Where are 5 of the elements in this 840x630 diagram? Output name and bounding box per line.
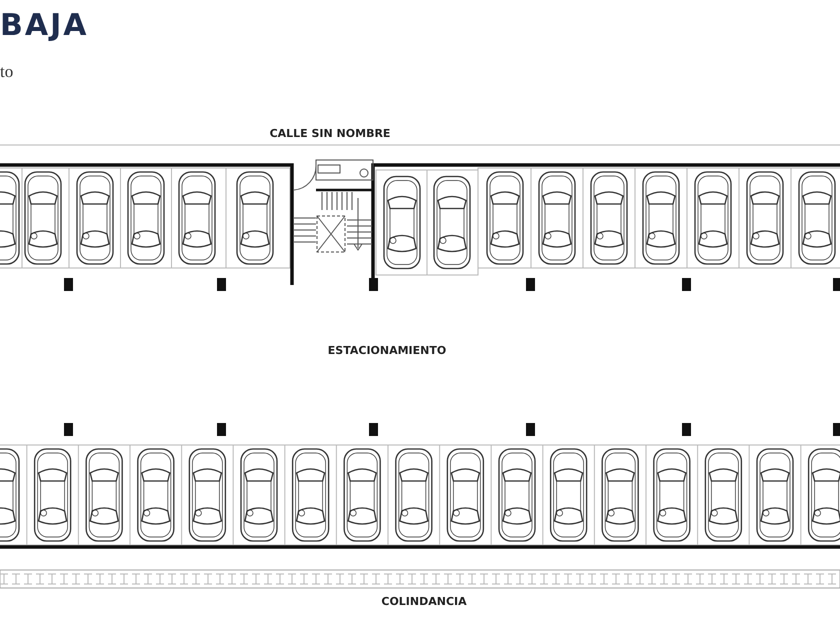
subtitle: to xyxy=(0,62,14,82)
street-label: CALLE SIN NOMBRE xyxy=(270,127,390,140)
plan-title: BAJA xyxy=(0,8,88,43)
boundary-label: COLINDANCIA xyxy=(381,595,467,608)
area-label: ESTACIONAMIENTO xyxy=(328,344,446,357)
